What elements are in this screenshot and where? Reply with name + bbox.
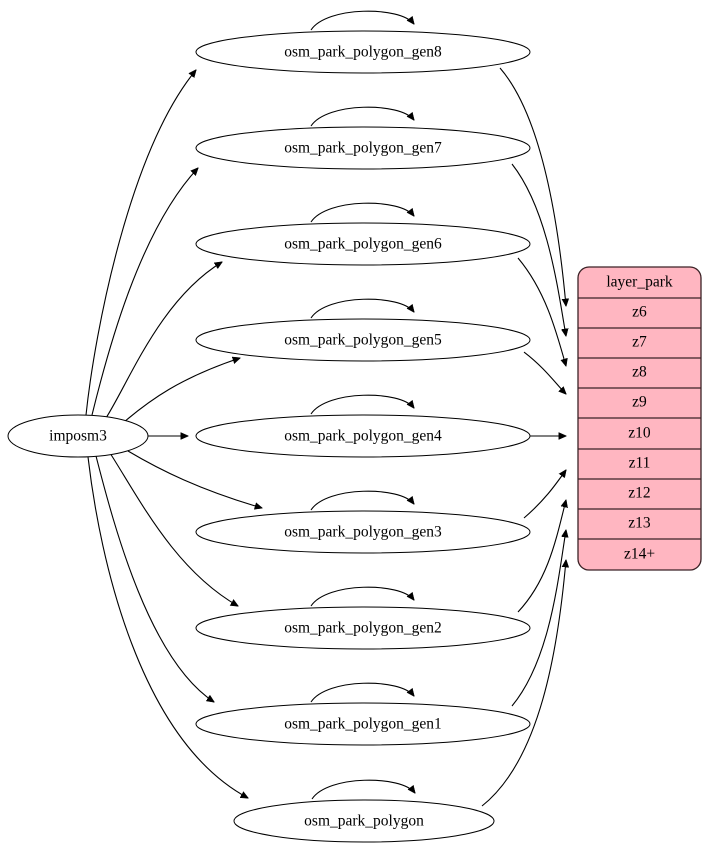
edge-gen6-to-z8 (517, 257, 566, 366)
edges-nodes-to-table (481, 67, 566, 807)
node-imposm3-shape[interactable] (7, 414, 149, 458)
edge-gen5-to-z9 (523, 351, 566, 394)
node-gen2-shape[interactable] (195, 606, 531, 650)
node-gen6-label: osm_park_polygon_gen6 (284, 236, 442, 253)
table-row-z9-label: z9 (632, 394, 647, 411)
nodes-layer: imposm3 osm_park_polygon_gen8 osm_park_p… (7, 30, 531, 843)
table-row-z7-label: z7 (632, 334, 647, 351)
self-loop-gen1 (310, 682, 414, 703)
node-gen6[interactable]: osm_park_polygon_gen6 (195, 222, 531, 266)
node-gen4-label: osm_park_polygon_gen4 (284, 428, 442, 445)
self-loop-gen3 (310, 490, 414, 511)
node-gen3-shape[interactable] (195, 510, 531, 554)
node-imposm3-label: imposm3 (49, 428, 107, 445)
self-loop-gen6 (310, 202, 414, 223)
table-row-z12[interactable]: z12 (578, 485, 701, 510)
node-gen3-label: osm_park_polygon_gen3 (284, 524, 442, 541)
layer-park-table[interactable]: layer_park z6 z7 z8 z9 z10 (577, 266, 702, 571)
table-row-z6[interactable]: z6 (578, 304, 701, 329)
table-row-z8[interactable]: z8 (578, 364, 701, 389)
node-gen5[interactable]: osm_park_polygon_gen5 (195, 318, 531, 362)
node-gen2[interactable]: osm_park_polygon_gen2 (195, 606, 531, 650)
edge-gen7-to-z7 (511, 163, 566, 336)
edge-imposm3-to-gen5 (123, 358, 240, 423)
node-gen8-label: osm_park_polygon_gen8 (284, 44, 442, 61)
table-row-z9[interactable]: z9 (578, 394, 701, 419)
table-row-z11-label: z11 (629, 455, 651, 472)
self-loop-gen8 (310, 10, 414, 31)
table-row-z14plus[interactable]: z14+ (624, 546, 655, 563)
table-row-z12-label: z12 (628, 485, 650, 502)
node-base-shape[interactable] (233, 799, 495, 843)
self-loop-gen2 (310, 586, 414, 607)
edge-gen2-to-z12 (517, 500, 566, 613)
node-gen7[interactable]: osm_park_polygon_gen7 (195, 126, 531, 170)
self-loop-gen7 (310, 106, 414, 127)
node-gen2-label: osm_park_polygon_gen2 (284, 620, 442, 637)
table-row-z14plus-label: z14+ (624, 546, 655, 563)
table-row-z13-label: z13 (628, 515, 651, 532)
edge-gen3-to-z11 (523, 470, 566, 519)
node-gen4[interactable]: osm_park_polygon_gen4 (195, 414, 531, 458)
self-loop-gen5 (310, 298, 414, 319)
node-gen1[interactable]: osm_park_polygon_gen1 (195, 702, 531, 746)
edge-imposm3-to-gen3 (127, 450, 262, 508)
table-row-z10[interactable]: z10 (578, 425, 701, 450)
edge-imposm3-to-base (87, 456, 248, 798)
node-base-label: osm_park_polygon (304, 813, 424, 830)
edge-imposm3-to-gen6 (105, 262, 222, 419)
node-gen6-shape[interactable] (195, 222, 531, 266)
table-row-z6-label: z6 (632, 304, 647, 321)
node-gen7-shape[interactable] (195, 126, 531, 170)
node-gen4-shape[interactable] (195, 414, 531, 458)
table-row-z7[interactable]: z7 (578, 334, 701, 359)
edge-imposm3-to-gen1 (95, 455, 214, 702)
table-row-z13[interactable]: z13 (578, 515, 701, 540)
node-base[interactable]: osm_park_polygon (233, 799, 495, 843)
node-gen8[interactable]: osm_park_polygon_gen8 (195, 30, 531, 74)
node-gen5-shape[interactable] (195, 318, 531, 362)
node-imposm3[interactable]: imposm3 (7, 414, 149, 458)
node-gen7-label: osm_park_polygon_gen7 (284, 140, 442, 157)
self-loop-gen4 (310, 394, 414, 415)
edge-gen8-to-z6 (499, 67, 566, 306)
table-row-z8-label: z8 (632, 364, 647, 381)
node-gen1-label: osm_park_polygon_gen1 (284, 716, 442, 733)
node-gen3[interactable]: osm_park_polygon_gen3 (195, 510, 531, 554)
self-loop-edges (310, 10, 415, 800)
table-row-z10-label: z10 (628, 425, 651, 442)
edges-source-to-nodes (85, 70, 262, 798)
edge-imposm3-to-gen8 (85, 70, 196, 416)
edge-imposm3-to-gen2 (109, 452, 238, 606)
self-loop-base (311, 779, 415, 800)
node-gen8-shape[interactable] (195, 30, 531, 74)
node-gen1-shape[interactable] (195, 702, 531, 746)
table-row-z11[interactable]: z11 (578, 455, 701, 480)
edge-imposm3-to-gen7 (91, 168, 198, 416)
edge-gen1-to-z13 (511, 530, 566, 707)
edge-base-to-z14plus (481, 560, 566, 807)
table-header-label: layer_park (606, 274, 673, 291)
node-gen5-label: osm_park_polygon_gen5 (284, 332, 442, 349)
